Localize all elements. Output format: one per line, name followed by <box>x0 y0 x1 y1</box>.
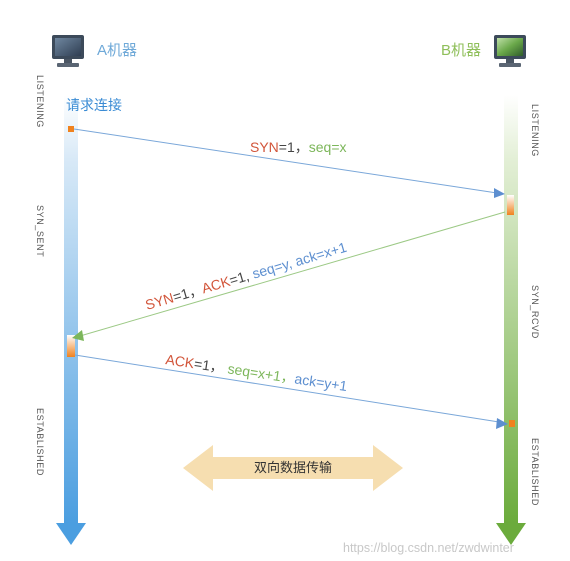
ack-value: ack=y+1 <box>294 370 349 394</box>
ack-arrow <box>74 354 508 429</box>
state-a-listening: LISTENING <box>35 75 45 128</box>
syn-ack-arrow <box>72 211 506 341</box>
syn-arrow <box>73 128 505 198</box>
state-b-established: ESTABLISHED <box>530 438 540 506</box>
seq-value: seq=y, <box>250 255 293 282</box>
flag-eq: =1， <box>193 355 225 375</box>
flag-syn: SYN <box>143 289 175 312</box>
computer-icon <box>494 35 526 67</box>
message-ack: ACK=1，seq=x+1，ack=y+1 <box>165 351 349 394</box>
flag-eq: =1， <box>279 139 309 155</box>
request-label: 请求连接 <box>66 97 122 113</box>
seq-value: seq=x <box>309 139 347 155</box>
state-marker-b2 <box>509 420 515 427</box>
machine-a-label: A机器 <box>97 42 137 59</box>
flag-ack: ACK <box>165 351 196 371</box>
flag-eq: =1, <box>227 267 251 288</box>
state-b-listening: LISTENING <box>530 104 540 157</box>
ack-value: ack=x+1 <box>293 239 348 269</box>
transfer-label: 双向数据传输 <box>254 460 332 475</box>
state-marker-a2 <box>67 335 75 357</box>
state-a-established: ESTABLISHED <box>35 408 45 476</box>
machine-b-label: B机器 <box>441 42 481 59</box>
flag-ack: ACK <box>200 273 233 297</box>
data-transfer-arrow <box>183 445 403 491</box>
seq-value: seq=x+1， <box>227 360 296 386</box>
message-syn-ack: SYN=1，ACK=1,seq=y,ack=x+1 <box>143 239 348 313</box>
state-a-syn-sent: SYN_SENT <box>35 205 45 257</box>
send-marker-a <box>68 126 74 132</box>
watermark: https://blog.csdn.net/zwdwinter <box>343 541 514 555</box>
timeline-a <box>56 95 86 545</box>
state-marker-b1 <box>507 195 514 215</box>
state-b-syn-rcvd: SYN_RCVD <box>530 285 540 339</box>
message-syn: SYN=1，seq=x <box>250 139 347 155</box>
flag-syn: SYN <box>250 139 279 155</box>
timeline-b <box>496 95 526 545</box>
computer-icon <box>52 35 84 67</box>
